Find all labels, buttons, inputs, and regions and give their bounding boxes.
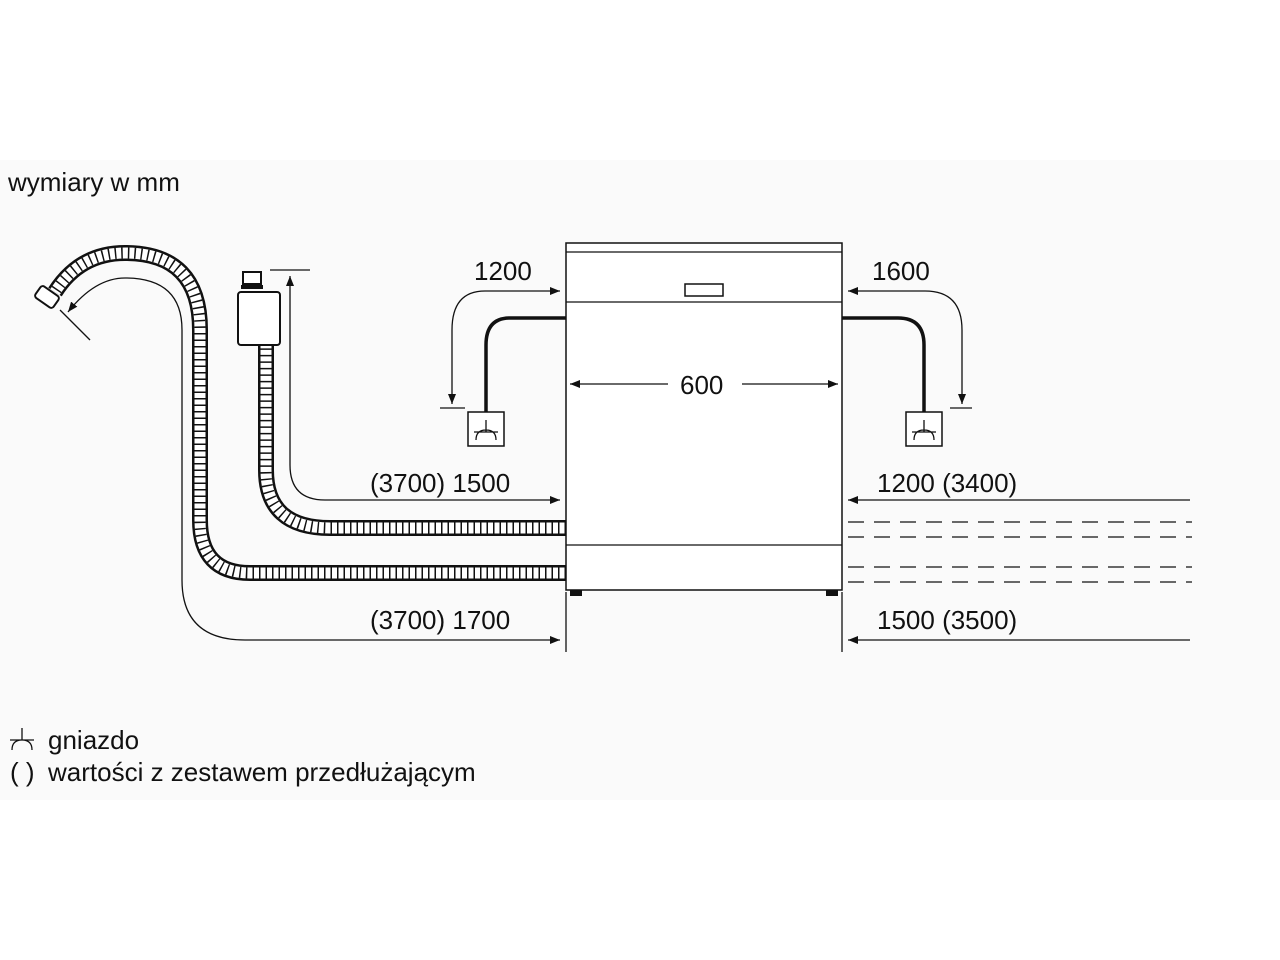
inlet-dimension-line (67, 277, 560, 644)
socket-icon (467, 411, 505, 447)
left-drain-length: (3700) 1500 (370, 468, 510, 498)
legend-parentheses-label: wartości z zestawem przedłużającym (47, 757, 476, 787)
right-drain-length: 1200 (3400) (877, 468, 1017, 498)
socket-legend-icon (10, 728, 34, 751)
right-hose-routing-dashed (848, 521, 1192, 583)
left-cord-length: 1200 (474, 256, 532, 286)
dishwasher (565, 242, 843, 596)
left-inlet-length: (3700) 1700 (370, 605, 510, 635)
legend-parentheses-symbol: ( ) (10, 757, 35, 787)
foot-right (826, 590, 838, 596)
foot-left (570, 590, 582, 596)
legend: gniazdo ( ) wartości z zestawem przedłuż… (10, 725, 476, 787)
hose-nut (242, 271, 262, 285)
legend-socket-label: gniazdo (48, 725, 139, 755)
width-value: 600 (680, 370, 723, 400)
right-inlet-length: 1500 (3500) (877, 605, 1017, 635)
units-caption: wymiary w mm (7, 167, 180, 197)
right-cord-dimension-line (848, 287, 966, 404)
socket-icon (905, 411, 943, 447)
display-panel (684, 283, 724, 297)
aquastop-canister (237, 291, 281, 346)
hose-end-fitting (34, 285, 60, 309)
right-cord-length: 1600 (872, 256, 930, 286)
left-cord-dimension-line (448, 287, 560, 404)
